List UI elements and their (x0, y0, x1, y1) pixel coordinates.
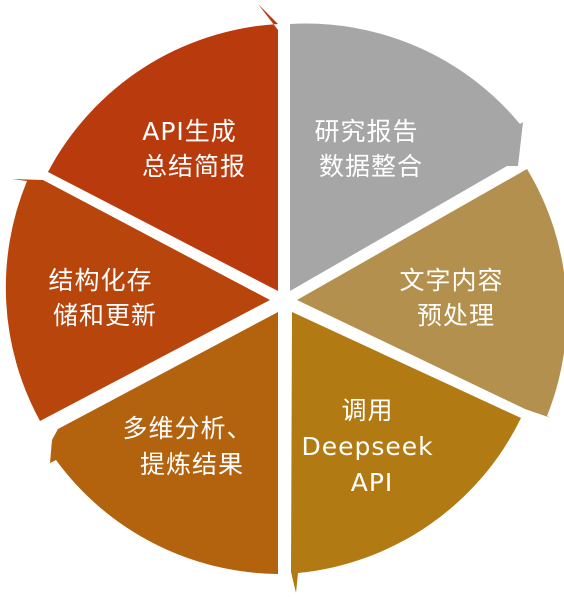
segment-structured-storage-line-2: 储和更新 (53, 301, 157, 330)
segment-report-integration-line-1: 研究报告 (315, 117, 419, 146)
segment-call-deepseek-line-2: Deepseek (301, 432, 433, 461)
segment-text-preprocess-line-1: 文字内容 (400, 266, 504, 295)
segment-multi-analysis-shape (50, 312, 278, 574)
segment-api-summary-line-1: API生成 (142, 117, 237, 146)
segment-report-integration-shape (290, 23, 523, 292)
segment-call-deepseek: 调用 Deepseek API (291, 312, 521, 593)
segment-text-preprocess-label: 文字内容 预处理 (400, 266, 513, 330)
segment-structured-storage-line-1: 结构化存 (49, 266, 153, 295)
segment-structured-storage: 结构化存 储和更新 (5, 179, 270, 421)
segment-call-deepseek-label: 调用 Deepseek API (301, 396, 442, 497)
segment-text-preprocess-shape (297, 169, 564, 418)
segment-call-deepseek-line-1: 调用 (342, 396, 394, 425)
segment-structured-storage-label: 结构化存 储和更新 (49, 266, 162, 330)
segment-report-integration: 研究报告 数据整合 (290, 23, 523, 292)
segment-api-summary-label: API生成 总结简报 (142, 117, 246, 181)
segment-structured-storage-shape (5, 179, 270, 421)
segment-report-integration-line-2: 数据整合 (319, 152, 423, 181)
segment-text-preprocess: 文字内容 预处理 (297, 169, 564, 418)
segment-report-integration-label: 研究报告 数据整合 (315, 117, 428, 181)
segment-call-deepseek-shape (291, 312, 521, 593)
segment-multi-analysis-line-2: 提炼结果 (140, 450, 244, 479)
segment-multi-analysis-label: 多维分析、 提炼结果 (123, 414, 262, 479)
segment-api-summary-line-2: 总结简报 (142, 152, 246, 181)
segment-api-summary-shape (48, 4, 278, 291)
segment-call-deepseek-line-3: API (351, 468, 394, 497)
segment-text-preprocess-line-2: 预处理 (417, 301, 495, 330)
segment-multi-analysis: 多维分析、 提炼结果 (50, 312, 278, 574)
segment-api-summary: API生成 总结简报 (48, 4, 278, 291)
segment-multi-analysis-line-1: 多维分析、 (123, 414, 253, 443)
